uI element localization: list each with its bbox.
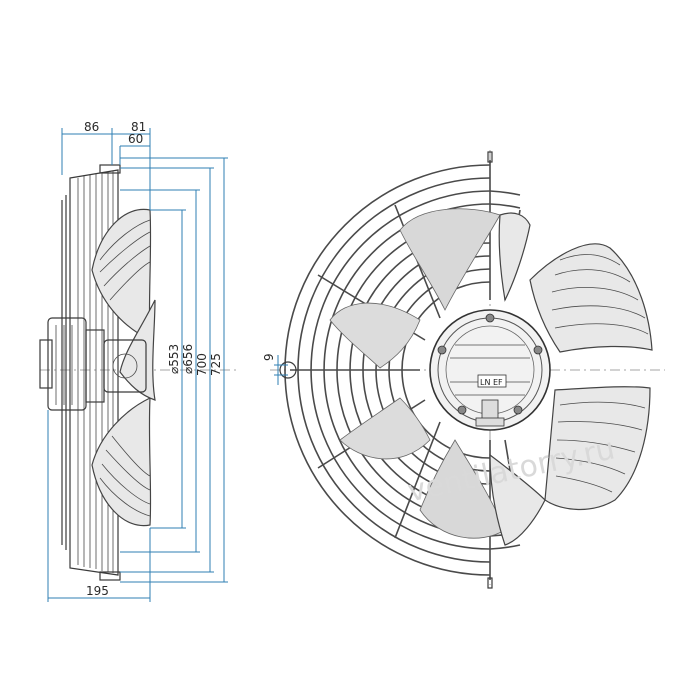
bolt-icon	[513, 405, 523, 415]
side-motor	[39, 317, 147, 411]
motor-plate	[477, 374, 507, 388]
dim-60: 60	[128, 132, 143, 146]
dim-725: 725	[209, 353, 223, 376]
bolt-icon	[485, 313, 495, 323]
motor-plate-label: LN EF	[480, 378, 503, 387]
bolt-icon	[457, 405, 467, 415]
dim-195: 195	[86, 584, 109, 598]
bolt-icon	[437, 345, 447, 355]
dim-656: ⌀656	[181, 344, 195, 374]
bolt-icon	[533, 345, 543, 355]
front-view: LN EF 9 ventilatorry.ru	[262, 150, 665, 589]
side-dimensions: 86 81 60 ⌀553 ⌀656 700 725 195	[47, 120, 228, 602]
front-hub: LN EF	[429, 309, 551, 431]
dim-553: ⌀553	[167, 344, 181, 374]
front-outer-blades	[489, 212, 653, 546]
side-guard	[61, 164, 121, 581]
side-blades	[91, 208, 156, 527]
dim-86: 86	[84, 120, 99, 134]
front-dim-9: 9	[262, 353, 288, 385]
dim-81: 81	[131, 120, 146, 134]
dim-700: 700	[195, 353, 209, 376]
dim-9: 9	[262, 353, 276, 361]
front-inner-blades	[329, 208, 506, 539]
side-view: 86 81 60 ⌀553 ⌀656 700 725 195	[39, 120, 240, 602]
